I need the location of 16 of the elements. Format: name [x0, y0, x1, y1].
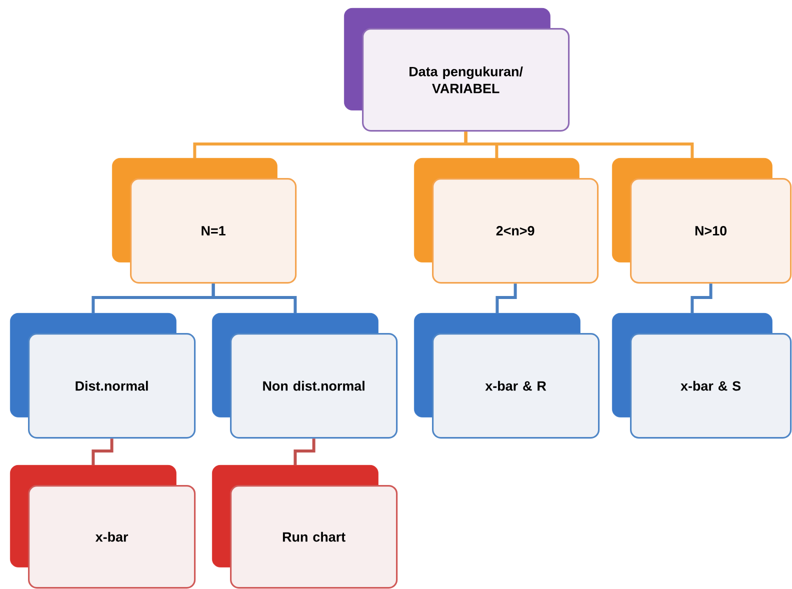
connector-line — [496, 284, 517, 313]
process-box: Run chart — [212, 464, 398, 589]
process-box: x-bar & S — [612, 312, 792, 439]
process-box: Dist.normal — [10, 312, 196, 439]
process-box: N>10 — [612, 158, 792, 284]
process-box: 2<n>9 — [414, 158, 599, 284]
process-box: Data pengukuran/ VARIABEL — [344, 8, 570, 132]
connector-line — [294, 438, 316, 465]
process-box: Non dist.normal — [212, 312, 398, 439]
connector-line — [690, 284, 712, 313]
process-box: x-bar & R — [414, 312, 600, 439]
connector-line — [464, 132, 694, 158]
connector-line — [92, 438, 114, 465]
process-box: x-bar — [10, 464, 196, 589]
process-box: N=1 — [112, 158, 297, 284]
connector-line — [212, 284, 297, 313]
